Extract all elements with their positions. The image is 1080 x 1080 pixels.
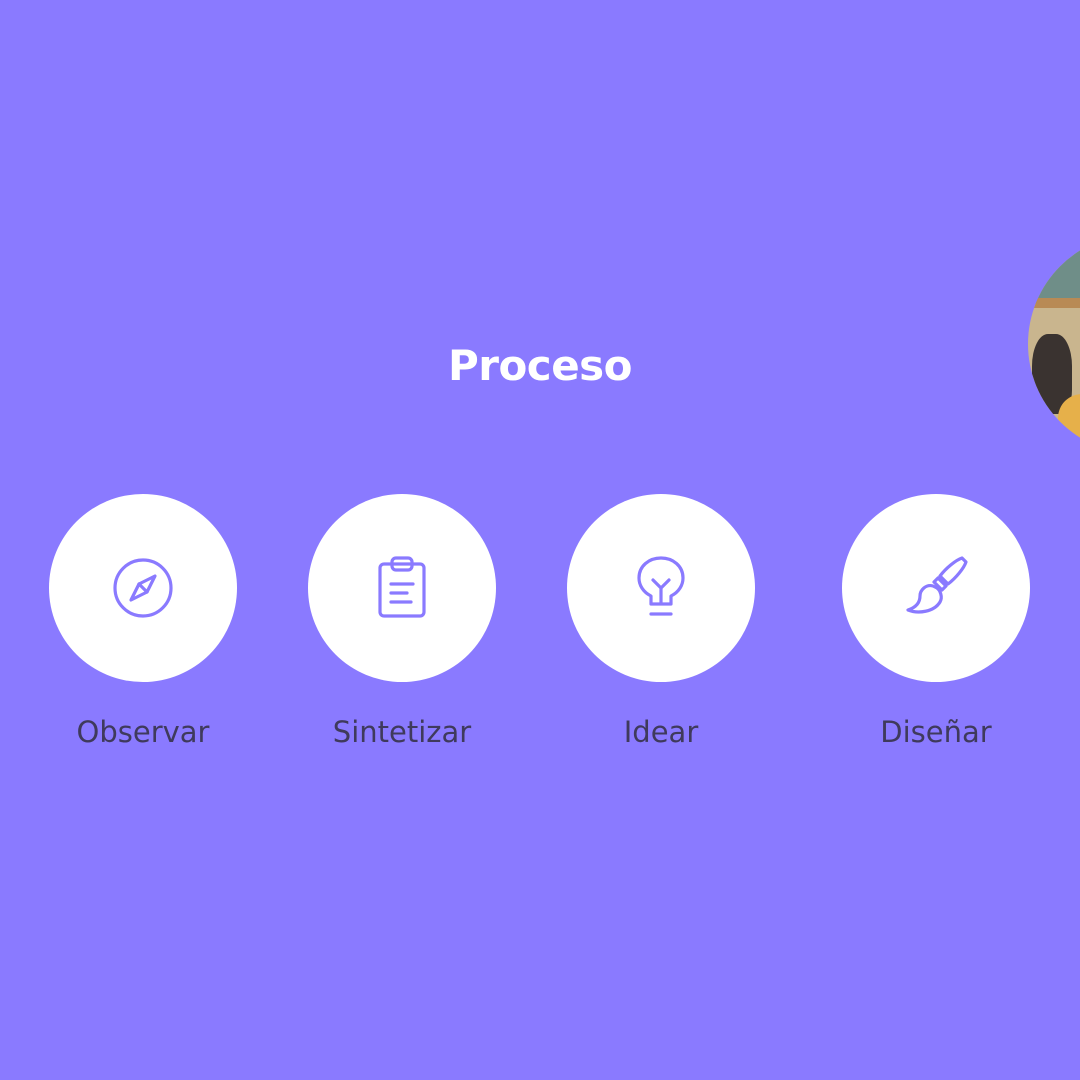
step-circle [842, 494, 1030, 682]
lightbulb-icon [637, 556, 685, 616]
step-circle [308, 494, 496, 682]
step-label: Sintetizar [332, 715, 472, 749]
paintbrush-icon [906, 556, 968, 614]
step-observar: Observar [23, 494, 263, 752]
page-title: Proceso [447, 341, 633, 390]
step-label: Diseñar [880, 715, 992, 749]
profile-photo [1028, 234, 1080, 454]
compass-icon [113, 558, 173, 618]
step-disenar: Diseñar [816, 494, 1056, 752]
clipboard-icon [378, 556, 426, 618]
step-idear: Idear [541, 494, 781, 752]
step-label: Idear [623, 715, 699, 749]
step-circle [49, 494, 237, 682]
step-sintetizar: Sintetizar [282, 494, 522, 752]
step-label: Observar [76, 715, 210, 749]
step-circle [567, 494, 755, 682]
